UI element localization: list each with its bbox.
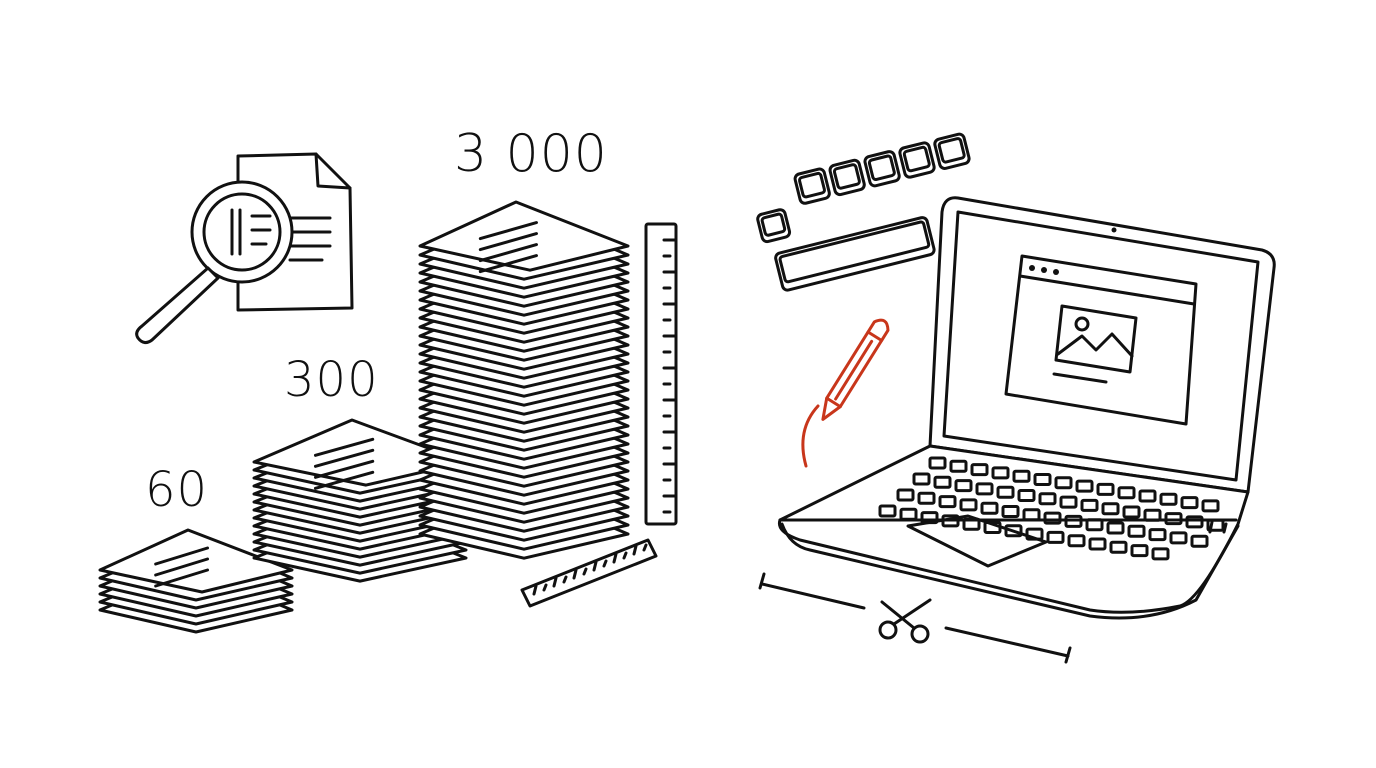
ruler-tick [642, 543, 648, 552]
laptop-key [1001, 505, 1020, 518]
laptop-key [1038, 492, 1057, 506]
laptop-key [970, 463, 989, 477]
laptop-key [1088, 537, 1107, 551]
document-magnifier-icon [135, 152, 354, 345]
laptop-key [1101, 502, 1120, 516]
laptop-key [962, 517, 981, 531]
stack-label-small: 60 [145, 462, 209, 518]
laptop-key [980, 501, 999, 515]
ruler-tick [592, 560, 598, 572]
paper-text-line [478, 232, 538, 252]
pencil-icon [821, 318, 890, 421]
laptop-key [933, 475, 952, 489]
laptop-key [1043, 511, 1062, 525]
image-window-icon [1004, 254, 1198, 426]
flat-ruler-icon [520, 538, 658, 608]
ruler-icon [644, 222, 678, 526]
laptop-key [949, 459, 968, 473]
laptop-key [912, 472, 931, 486]
laptop-key [1075, 479, 1094, 493]
paper-text-line [478, 254, 538, 274]
laptop-key [1122, 505, 1141, 519]
laptop-key [1004, 524, 1023, 538]
paper-text-line [313, 459, 375, 479]
laptop-key [1180, 496, 1199, 510]
ruler-tick [602, 559, 608, 568]
laptop-key [954, 479, 973, 493]
stack-label-medium: 300 [284, 352, 379, 408]
paper-stack-large [418, 200, 630, 560]
laptop-key [975, 482, 994, 496]
laptop-key [1201, 499, 1220, 513]
laptop-key [1151, 547, 1170, 561]
ruler-tick [582, 567, 588, 576]
laptop-key [1025, 527, 1044, 541]
laptop-key [1017, 489, 1036, 502]
laptop-key [1117, 486, 1136, 500]
laptop-key [983, 521, 1002, 534]
laptop-key [1143, 508, 1162, 522]
laptop-key [941, 514, 960, 528]
paper-text-line [154, 568, 210, 588]
scissors-icon [758, 572, 1072, 664]
stack-label-large: 3 000 [454, 124, 608, 184]
keycaps-icon [756, 132, 971, 292]
ruler-tick [552, 576, 558, 588]
paper-text-line [478, 243, 538, 263]
paper-text-line [313, 470, 375, 490]
laptop-key [1064, 514, 1083, 528]
ruler-tick [532, 584, 538, 596]
laptop-key [959, 498, 978, 512]
laptop-key [878, 504, 897, 518]
laptop-key [1046, 530, 1065, 544]
laptop-key [1159, 492, 1178, 506]
pencil-stroke-trail [801, 404, 820, 468]
laptop-key [938, 495, 957, 509]
ruler-tick [562, 575, 568, 584]
ruler-tick [572, 568, 578, 580]
paper-text-line [154, 557, 210, 577]
laptop-key [1148, 528, 1167, 542]
laptop-key [1085, 518, 1104, 532]
laptop-key [1190, 534, 1209, 548]
laptop-key [996, 485, 1015, 499]
paper-text-line [313, 448, 375, 468]
laptop-key [1106, 521, 1125, 535]
laptop-key [1130, 544, 1149, 558]
laptop-key [1164, 512, 1183, 526]
paper-text-line [154, 546, 210, 566]
laptop-key [1012, 469, 1031, 483]
paper-stack-small [98, 528, 294, 634]
laptop-key [1080, 498, 1099, 512]
laptop-key [1059, 495, 1078, 509]
laptop-key [1067, 534, 1086, 548]
laptop-key [899, 507, 918, 521]
laptop-key [991, 466, 1010, 480]
laptop-key [1169, 531, 1188, 545]
laptop-key [1185, 515, 1204, 529]
laptop-key [1054, 476, 1073, 490]
laptop-key [920, 511, 939, 525]
ruler-tick [542, 583, 548, 592]
laptop-key [1138, 489, 1157, 503]
laptop-key [1022, 508, 1041, 522]
laptop-key [917, 491, 936, 505]
ruler-tick [612, 552, 618, 564]
laptop-key [1033, 473, 1052, 486]
laptop-key [1127, 524, 1146, 538]
laptop-key [1206, 518, 1225, 532]
laptop-key [928, 456, 947, 470]
paper-text-line [313, 437, 375, 457]
laptop-key [896, 488, 915, 502]
ruler-tick [622, 551, 628, 560]
ruler-tick [632, 544, 638, 556]
paper-text-line [478, 221, 538, 241]
laptop-key [1109, 540, 1128, 554]
laptop-key [1096, 482, 1115, 496]
